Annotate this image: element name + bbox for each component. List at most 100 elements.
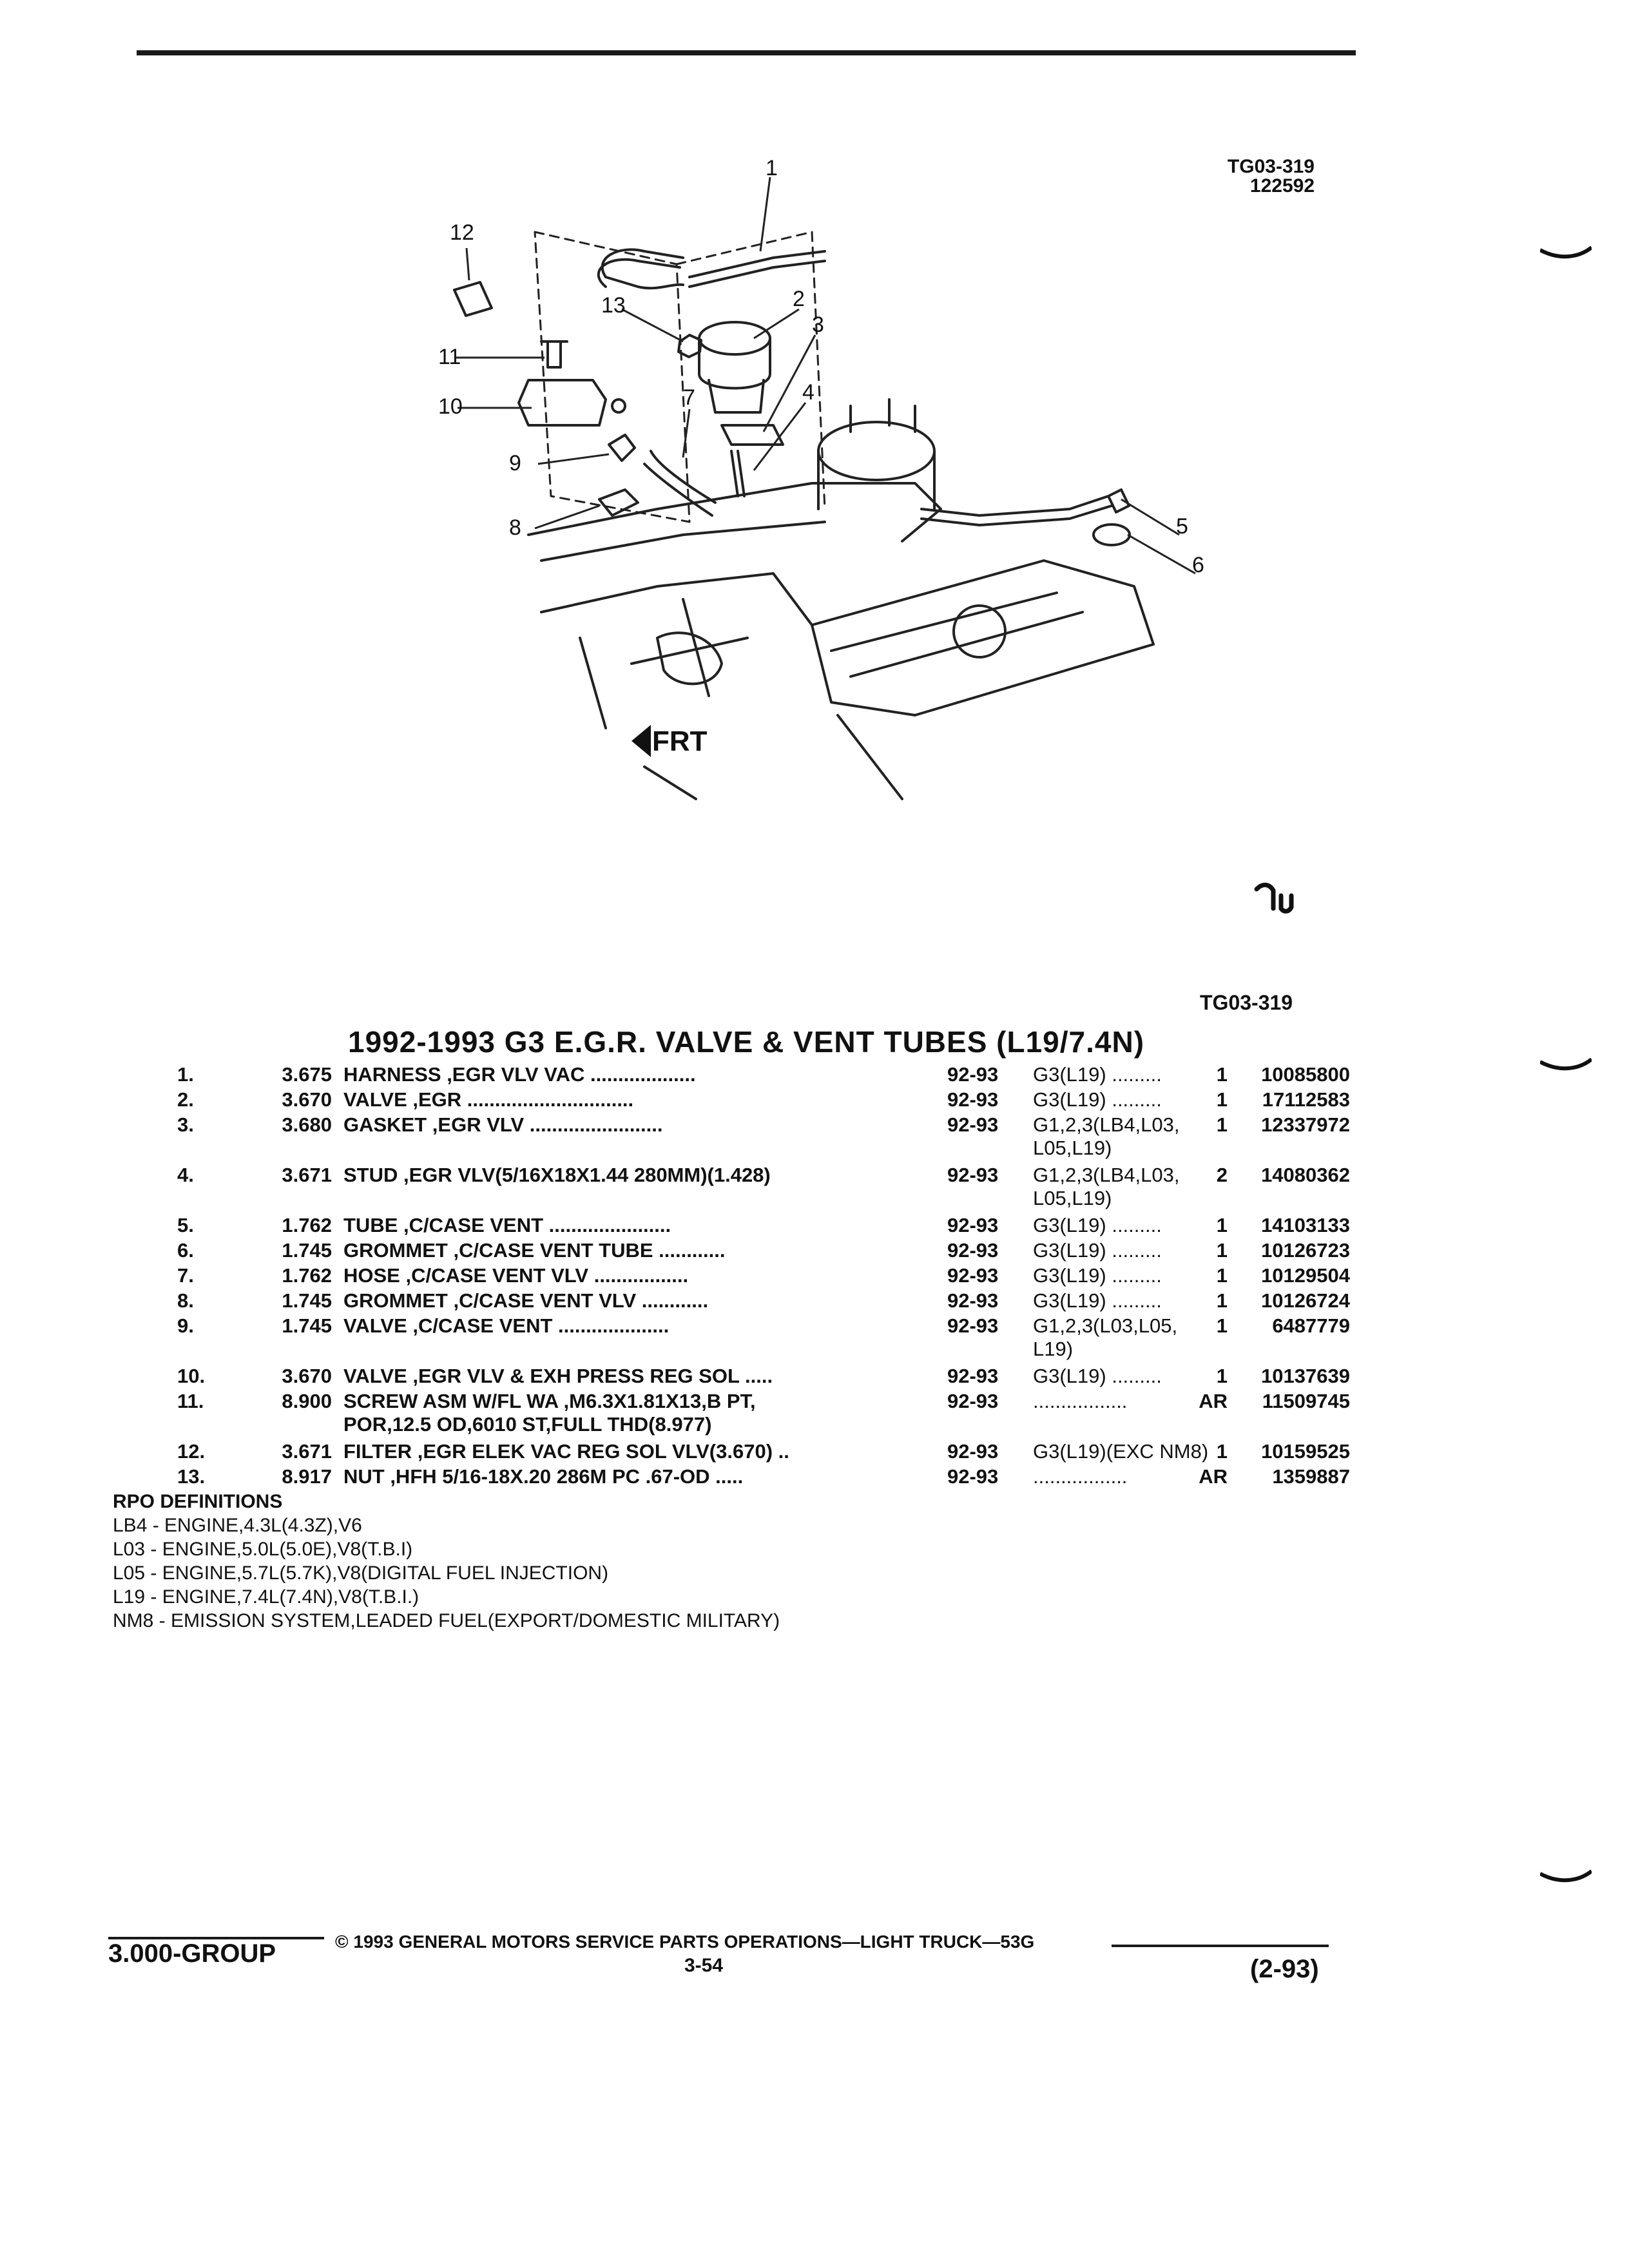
part-number-text: 10129504 — [1261, 1264, 1350, 1287]
quantity: 1 — [1170, 1088, 1228, 1111]
application-continuation: L05,L19) — [1033, 1137, 1112, 1159]
group-number-text: 3.670 — [282, 1088, 332, 1111]
application: G3(L19) ......... — [1033, 1063, 1291, 1086]
application-text: G1,2,3(L03,L05, — [1033, 1314, 1178, 1337]
group-number: 1.745 — [235, 1239, 332, 1262]
group-number: 1.762 — [235, 1264, 332, 1287]
model-years-text: 92-93 — [947, 1314, 999, 1337]
item-number-text: 12. — [177, 1440, 206, 1463]
application: G3(L19) ......... — [1033, 1239, 1291, 1262]
application: G1,2,3(LB4,L03,L05,L19) — [1033, 1164, 1291, 1210]
part-description: NUT ,HFH 5/16-18X.20 286M PC .67-OD ....… — [332, 1465, 944, 1488]
application-text: G1,2,3(LB4,L03, — [1033, 1113, 1180, 1136]
item-number-text: 4. — [177, 1164, 194, 1186]
model-years-text: 92-93 — [947, 1289, 999, 1312]
part-description-text: GROMMET ,C/CASE VENT VLV ............ — [343, 1289, 709, 1312]
group-number: 3.670 — [235, 1088, 332, 1111]
callout-4: 4 — [802, 380, 815, 405]
application: G1,2,3(LB4,L03,L05,L19) — [1033, 1113, 1291, 1160]
page-edge-mark — [1540, 1057, 1592, 1071]
application: ................. — [1033, 1465, 1291, 1488]
application-text: G3(L19)(EXC NM8) — [1033, 1440, 1209, 1463]
item-number: 9. — [113, 1314, 194, 1338]
part-description: GROMMET ,C/CASE VENT VLV ............ — [332, 1289, 944, 1312]
rpo-line: LB4 - ENGINE,4.3L(4.3Z),V6 — [113, 1515, 362, 1536]
application-text: G3(L19) ......... — [1033, 1365, 1162, 1387]
group-number-text: 1.745 — [282, 1239, 332, 1262]
rpo-line: NM8 - EMISSION SYSTEM,LEADED FUEL(EXPORT… — [113, 1610, 780, 1631]
part-description: HOSE ,C/CASE VENT VLV ................. — [332, 1264, 944, 1287]
item-number-text: 8. — [177, 1289, 194, 1312]
quantity-text: 1 — [1216, 1063, 1228, 1086]
quantity-text: 1 — [1216, 1113, 1228, 1136]
group-number: 3.675 — [235, 1063, 332, 1086]
item-number: 4. — [113, 1164, 194, 1187]
group-number: 3.671 — [235, 1440, 332, 1463]
quantity-text: 1 — [1216, 1365, 1228, 1387]
model-years-text: 92-93 — [947, 1088, 999, 1111]
part-number-text: 6487779 — [1272, 1314, 1350, 1337]
quantity-text: 1 — [1216, 1239, 1228, 1262]
model-years: 92-93 — [947, 1465, 1025, 1488]
model-years-text: 92-93 — [947, 1164, 999, 1186]
group-number: 1.745 — [235, 1289, 332, 1312]
part-number: 10137639 — [1208, 1365, 1350, 1388]
application-text: G3(L19) ......... — [1033, 1239, 1162, 1262]
application: G1,2,3(L03,L05,L19) — [1033, 1314, 1291, 1361]
figure-id-top: TG03-319 122592 — [1199, 157, 1315, 196]
model-years-text: 92-93 — [947, 1440, 999, 1463]
item-number: 2. — [113, 1088, 194, 1111]
part-description: FILTER ,EGR ELEK VAC REG SOL VLV(3.670) … — [332, 1440, 944, 1463]
scribble-mark-icon — [1254, 883, 1294, 914]
item-number: 7. — [113, 1264, 194, 1287]
callout-8: 8 — [509, 515, 521, 540]
footer-page-number: 3-54 — [684, 1955, 724, 1976]
group-number: 1.762 — [235, 1214, 332, 1237]
item-number: 13. — [113, 1465, 205, 1488]
part-description-text: SCREW ASM W/FL WA ,M6.3X1.81X13,B PT, — [343, 1390, 756, 1412]
application: ................. — [1033, 1390, 1291, 1413]
callout-3: 3 — [812, 312, 824, 337]
callout-7: 7 — [683, 385, 695, 410]
application-continuation: L19) — [1033, 1338, 1074, 1360]
group-number-text: 3.680 — [282, 1113, 332, 1136]
part-number-text: 10159525 — [1261, 1440, 1350, 1463]
part-number: 10085800 — [1208, 1063, 1350, 1086]
part-number: 12337972 — [1208, 1113, 1350, 1137]
group-number-text: 1.745 — [282, 1289, 332, 1312]
quantity: 2 — [1170, 1164, 1228, 1187]
part-description-text: VALVE ,EGR .............................… — [343, 1088, 634, 1111]
footer-rule — [1112, 1945, 1329, 1947]
rpo-line: L19 - ENGINE,7.4L(7.4N),V8(T.B.I.) — [113, 1586, 419, 1608]
part-number-text: 10126724 — [1261, 1289, 1350, 1312]
quantity-text: 1 — [1216, 1289, 1228, 1312]
application-text: G3(L19) ......... — [1033, 1264, 1162, 1287]
application-text: ................. — [1033, 1465, 1128, 1488]
application: G3(L19) ......... — [1033, 1264, 1291, 1287]
quantity: 1 — [1170, 1365, 1228, 1388]
application-continuation: L05,L19) — [1033, 1187, 1112, 1209]
model-years: 92-93 — [947, 1088, 1025, 1111]
part-description-text: GASKET ,EGR VLV ........................ — [343, 1113, 663, 1136]
footer-revision: (2-93) — [1250, 1955, 1319, 1983]
part-number: 10159525 — [1208, 1440, 1350, 1463]
callout-10: 10 — [438, 394, 463, 419]
footer-copyright: © 1993 GENERAL MOTORS SERVICE PARTS OPER… — [335, 1932, 1035, 1952]
quantity-text: 1 — [1216, 1440, 1228, 1463]
part-description: GASKET ,EGR VLV ........................ — [332, 1113, 944, 1137]
callout-6: 6 — [1192, 553, 1204, 577]
parts-row: 2. 3.670 VALVE ,EGR ......................… — [113, 1088, 1350, 1113]
part-number-text: 10126723 — [1261, 1239, 1350, 1262]
quantity: 1 — [1170, 1113, 1228, 1137]
quantity: 1 — [1170, 1214, 1228, 1237]
model-years: 92-93 — [947, 1063, 1025, 1086]
group-number-text: 8.917 — [282, 1465, 332, 1488]
callout-12: 12 — [450, 220, 474, 245]
item-number-text: 9. — [177, 1314, 194, 1337]
callout-2: 2 — [793, 287, 805, 311]
